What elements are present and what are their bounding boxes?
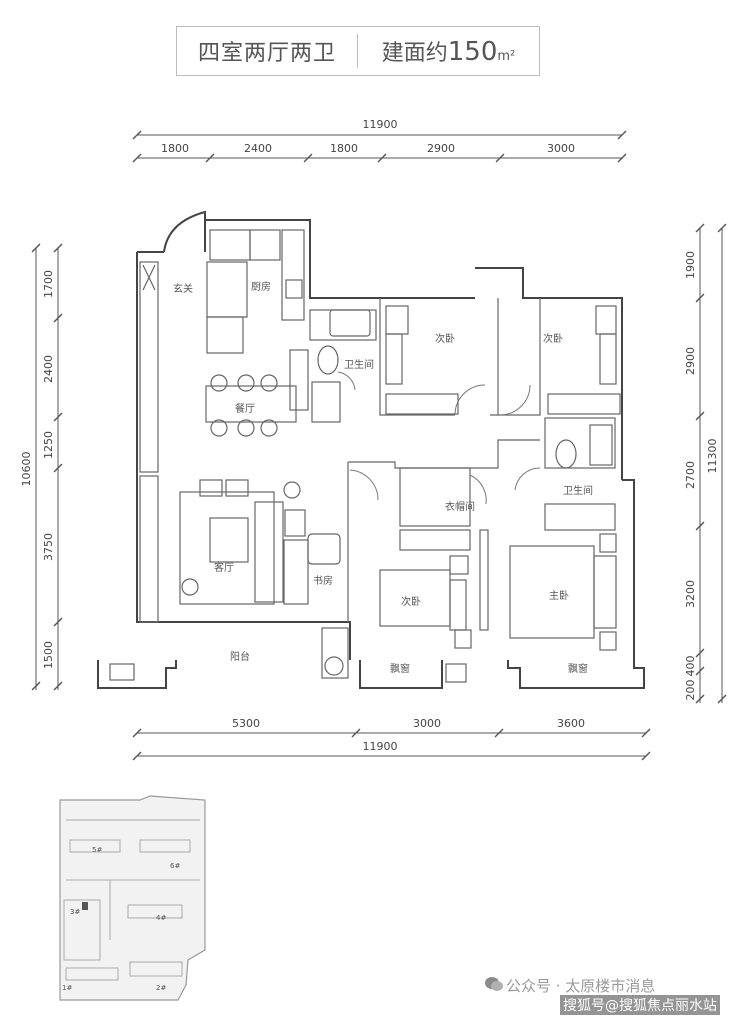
- area-title: 建面约150m²: [358, 35, 539, 67]
- title-box: 四室两厅两卫 建面约150m²: [176, 26, 540, 76]
- dim-right-3: 2700: [684, 461, 697, 489]
- layout-title: 四室两厅两卫: [197, 41, 336, 66]
- room-bath1: 卫生间: [344, 358, 374, 371]
- room-bay1: 飘窗: [390, 662, 410, 675]
- interior-walls: [109, 229, 621, 683]
- room-study: 书房: [313, 574, 333, 587]
- area-value: 150: [447, 37, 498, 67]
- area-unit: m²: [497, 49, 516, 64]
- watermark-wechat: 公众号 · 太原楼市消息: [506, 977, 656, 995]
- dim-left-3: 1250: [42, 431, 55, 459]
- room-living: 客厅: [214, 561, 234, 574]
- room-dining: 餐厅: [235, 402, 255, 415]
- dim-left-4: 3750: [42, 533, 55, 561]
- dim-top-3: 1800: [330, 142, 358, 155]
- room-bedroom-c: 次卧: [401, 595, 421, 608]
- room-kitchen: 厨房: [251, 280, 271, 293]
- living-window: [139, 475, 159, 623]
- room-master: 主卧: [549, 589, 569, 602]
- dim-left-2: 2400: [42, 355, 55, 383]
- dim-bottom-total: 11900: [363, 740, 398, 753]
- room-bedroom-b: 次卧: [543, 332, 563, 345]
- room-entry: 玄关: [173, 282, 193, 295]
- dim-right-2: 2900: [684, 347, 697, 375]
- room-bath2: 卫生间: [563, 484, 593, 497]
- site-label-3: 3#: [70, 908, 80, 916]
- area-prefix: 建面约: [381, 41, 448, 66]
- dim-top-total: 11900: [363, 118, 398, 131]
- watermark-sohu: 搜狐号@搜狐焦点丽水站: [560, 995, 720, 1015]
- dim-left-5: 1500: [42, 641, 55, 669]
- dim-top-1: 1800: [161, 142, 189, 155]
- dim-bottom-3: 3600: [557, 717, 585, 730]
- site-label-1: 1#: [62, 984, 72, 992]
- site-label-2: 2#: [156, 984, 166, 992]
- wechat-icon: [485, 977, 503, 991]
- dim-right-4: 3200: [684, 580, 697, 608]
- sofa: [254, 501, 284, 603]
- entry-cabinet: [139, 261, 159, 473]
- site-label-5: 5#: [92, 846, 102, 854]
- room-bay2: 飘窗: [568, 662, 588, 675]
- dim-right-total: 11300: [706, 439, 719, 474]
- site-label-4: 4#: [156, 914, 166, 922]
- walls: [97, 210, 645, 689]
- dim-bottom-1: 5300: [232, 717, 260, 730]
- dim-top-4: 2900: [427, 142, 455, 155]
- room-bedroom-a: 次卧: [435, 332, 455, 345]
- dim-right-6: 200: [684, 680, 697, 701]
- door-swings: [337, 371, 541, 505]
- site-label-6: 6#: [170, 862, 180, 870]
- dim-left-total: 10600: [20, 452, 33, 487]
- title-divider: [357, 34, 358, 68]
- site-plan-marker: [82, 902, 88, 910]
- dim-left-1: 1700: [42, 270, 55, 298]
- dim-bottom-2: 3000: [413, 717, 441, 730]
- dim-right-5: 400: [684, 656, 697, 677]
- dim-top-5: 3000: [547, 142, 575, 155]
- room-balcony: 阳台: [230, 650, 250, 663]
- room-closet: 衣帽间: [445, 500, 475, 513]
- living-rug: [179, 491, 275, 605]
- dim-right-1: 1900: [684, 251, 697, 279]
- site-plan: 5# 6# 3# 4# 1# 2#: [59, 795, 206, 1001]
- dim-top-2: 2400: [244, 142, 272, 155]
